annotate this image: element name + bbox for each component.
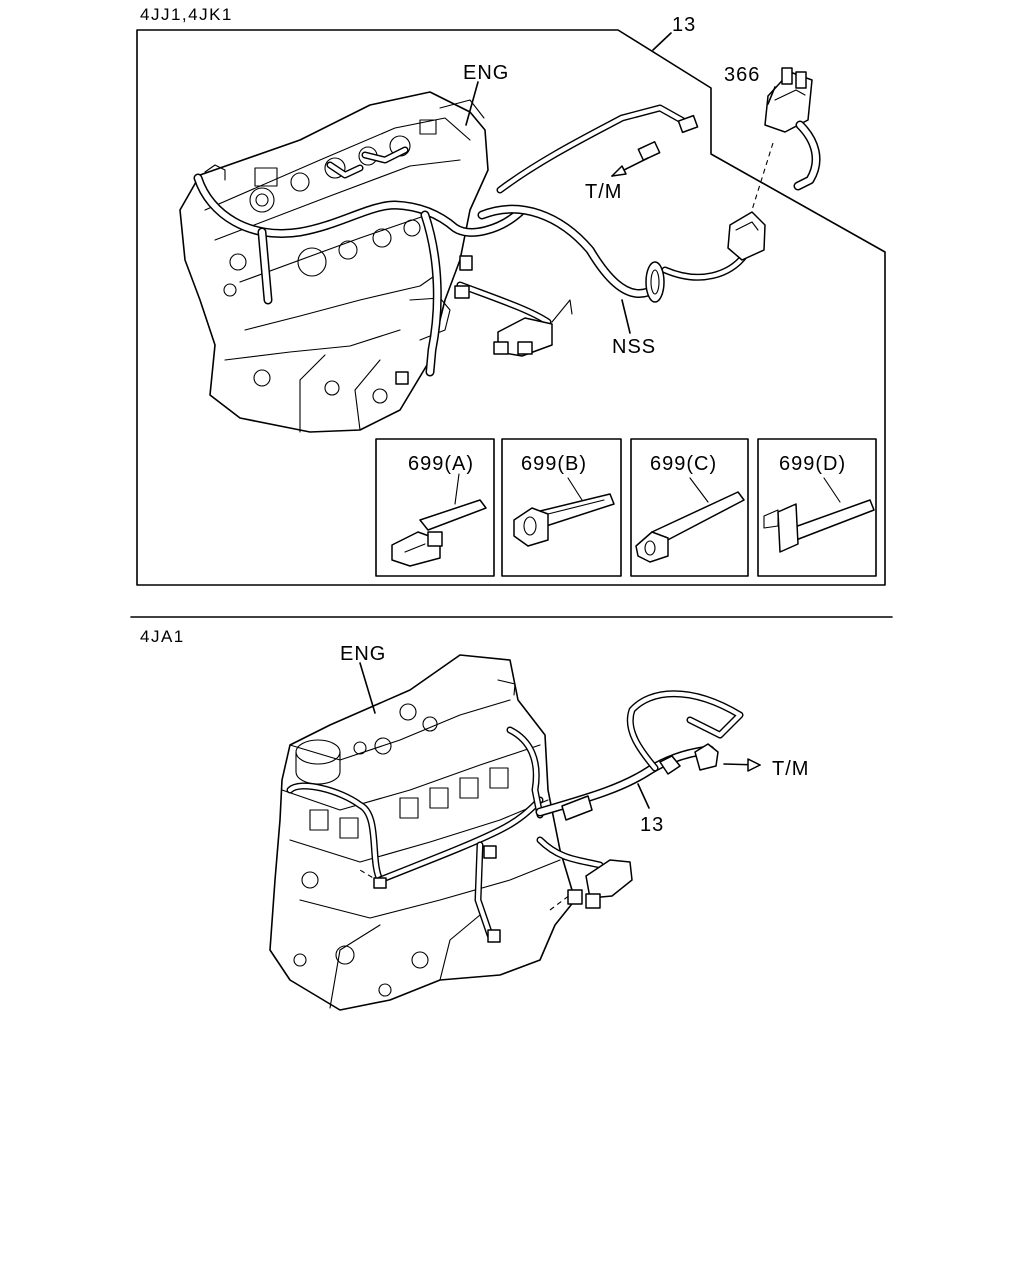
- callout-366: 366: [724, 64, 760, 86]
- engine-top-illustration: [179, 91, 489, 433]
- callout-13-bottom: 13: [640, 814, 664, 836]
- section-bottom: 4JA1: [140, 627, 809, 1011]
- clip-box-699a: 699(A): [375, 438, 495, 577]
- callout-13-top: 13: [672, 14, 696, 36]
- callout-eng-bottom: ENG: [340, 643, 386, 665]
- section-top-title: 4JJ1,4JK1: [140, 5, 233, 24]
- leader-lines-bottom: [359, 662, 761, 809]
- callout-tm-top: T/M: [585, 181, 622, 203]
- section-top: 4JJ1,4JK1: [136, 5, 886, 586]
- clip-label-699a: 699(A): [408, 453, 474, 475]
- connector-366-illustration: [727, 67, 821, 261]
- clip-label-699c: 699(C): [650, 453, 717, 475]
- clip-box-699b: 699(B): [501, 438, 622, 577]
- engine-bottom-illustration: [269, 654, 576, 1011]
- section-top-frame: [136, 29, 886, 586]
- clip-box-699d: 699(D): [757, 438, 877, 577]
- callout-eng-top: ENG: [463, 62, 509, 84]
- callout-tm-bottom: T/M: [772, 758, 809, 780]
- clip-label-699d: 699(D): [779, 453, 846, 475]
- callout-nss: NSS: [612, 336, 656, 358]
- harness-bottom: [286, 690, 744, 943]
- leader-lines-top: [465, 32, 776, 334]
- section-bottom-title: 4JA1: [140, 627, 185, 646]
- harness-top: [193, 104, 749, 385]
- clip-label-699b: 699(B): [521, 453, 587, 475]
- clip-box-699c: 699(C): [630, 438, 749, 577]
